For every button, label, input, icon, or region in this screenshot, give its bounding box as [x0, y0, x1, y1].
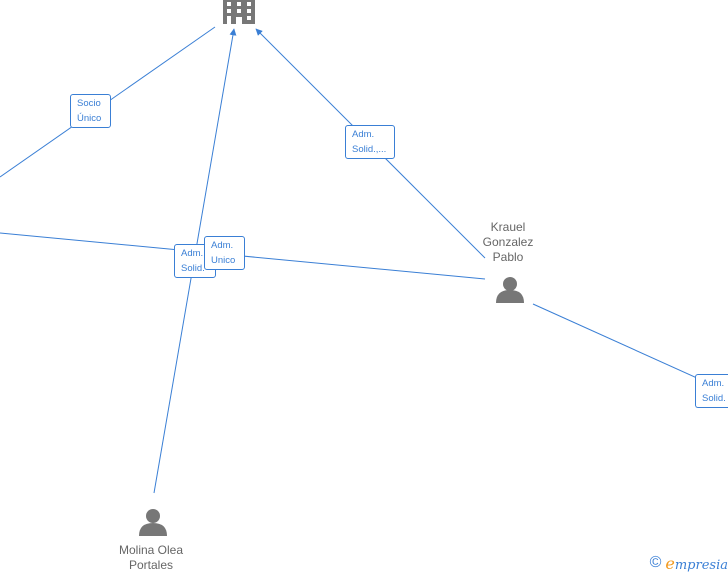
- brand-wordmark: empresia: [665, 553, 728, 573]
- relation-label-adm-solid-top[interactable]: Adm. Solid.,...: [345, 125, 395, 159]
- relation-label-adm-solid-right[interactable]: Adm. Solid.: [695, 374, 728, 408]
- person-name-molina[interactable]: Molina Olea Portales: [118, 543, 184, 572]
- building-icon[interactable]: [223, 0, 255, 24]
- relation-label-adm-unico[interactable]: Adm. Unico: [204, 236, 245, 270]
- person-name-krauel[interactable]: Krauel Gonzalez Pablo: [482, 220, 534, 264]
- person-icon[interactable]: [496, 277, 524, 303]
- empresia-logo: © empresia: [650, 553, 728, 573]
- copyright-icon: ©: [649, 554, 662, 571]
- relation-label-socio-unico[interactable]: Socio Único: [70, 94, 111, 128]
- person-icon[interactable]: [139, 509, 167, 536]
